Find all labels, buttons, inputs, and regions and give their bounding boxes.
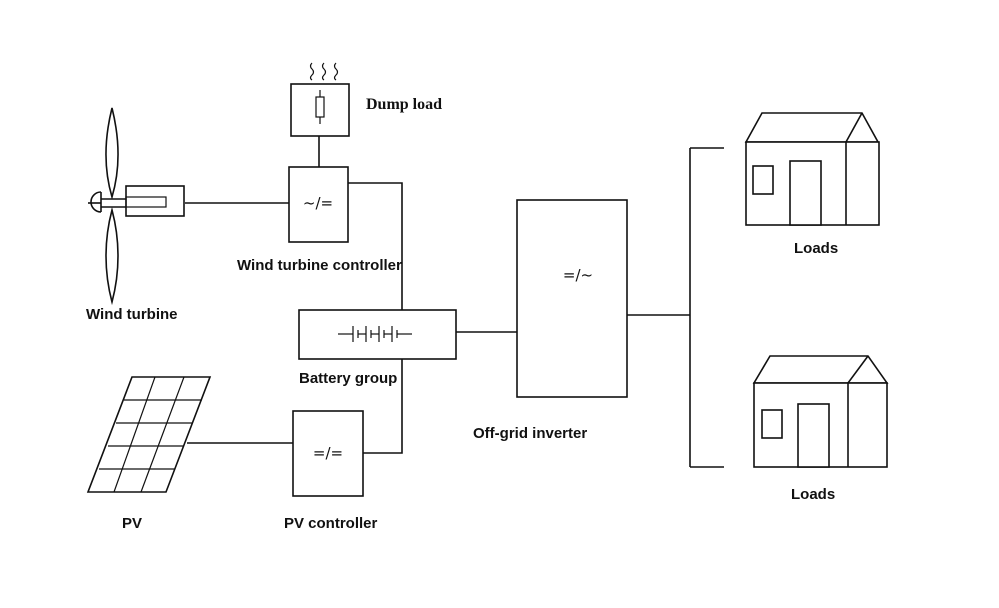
pv-label: PV [122, 515, 142, 532]
resistor-icon [315, 90, 325, 124]
house-top-roof [744, 112, 880, 143]
loads-top-label: Loads [794, 240, 838, 257]
inverter-box [516, 199, 628, 398]
house-icon: Loads [752, 355, 889, 503]
house-bottom-window [761, 409, 783, 439]
ac-dc-symbol: ~/= [303, 194, 333, 212]
house-icon: Loads [744, 112, 880, 257]
dc-ac-symbol: =/~ [563, 266, 593, 284]
loads-bottom-label: Loads [791, 486, 835, 503]
heat-waves-icon [309, 62, 339, 81]
wind-controller-label: Wind turbine controller [237, 257, 402, 274]
house-bottom-roof [752, 355, 889, 384]
off-grid-inverter: =/~ Off-grid inverter [473, 199, 628, 442]
wire-controller-to-battery [348, 182, 403, 310]
solar-panel-icon: PV [86, 376, 212, 532]
wire-pvcontroller-to-battery [363, 359, 403, 454]
turbine-blade-top [105, 107, 119, 200]
wind-turbine-label: Wind turbine [86, 306, 178, 323]
wind-controller-box [288, 166, 349, 243]
connection-lines [185, 136, 724, 468]
house-top-window [752, 165, 774, 195]
inverter-label: Off-grid inverter [473, 425, 587, 442]
wind-turbine-controller: ~/= Wind turbine controller [237, 166, 402, 274]
pv-controller-label: PV controller [284, 515, 378, 532]
wind-turbine-icon: Wind turbine [86, 107, 185, 323]
battery-icon [338, 326, 412, 342]
turbine-nacelle [125, 185, 185, 217]
pv-controller-box [292, 410, 364, 497]
pv-controller: =/= PV controller [284, 410, 378, 532]
house-top-door [789, 160, 822, 226]
battery-group: Battery group [298, 309, 457, 387]
battery-group-label: Battery group [299, 370, 397, 387]
turbine-hub [90, 191, 102, 213]
dump-load-label: Dump load [366, 96, 442, 113]
house-bottom-door [797, 403, 830, 468]
turbine-blade-bottom [105, 206, 119, 306]
dump-load: Dump load [290, 62, 442, 137]
dc-dc-symbol: =/= [313, 444, 343, 462]
